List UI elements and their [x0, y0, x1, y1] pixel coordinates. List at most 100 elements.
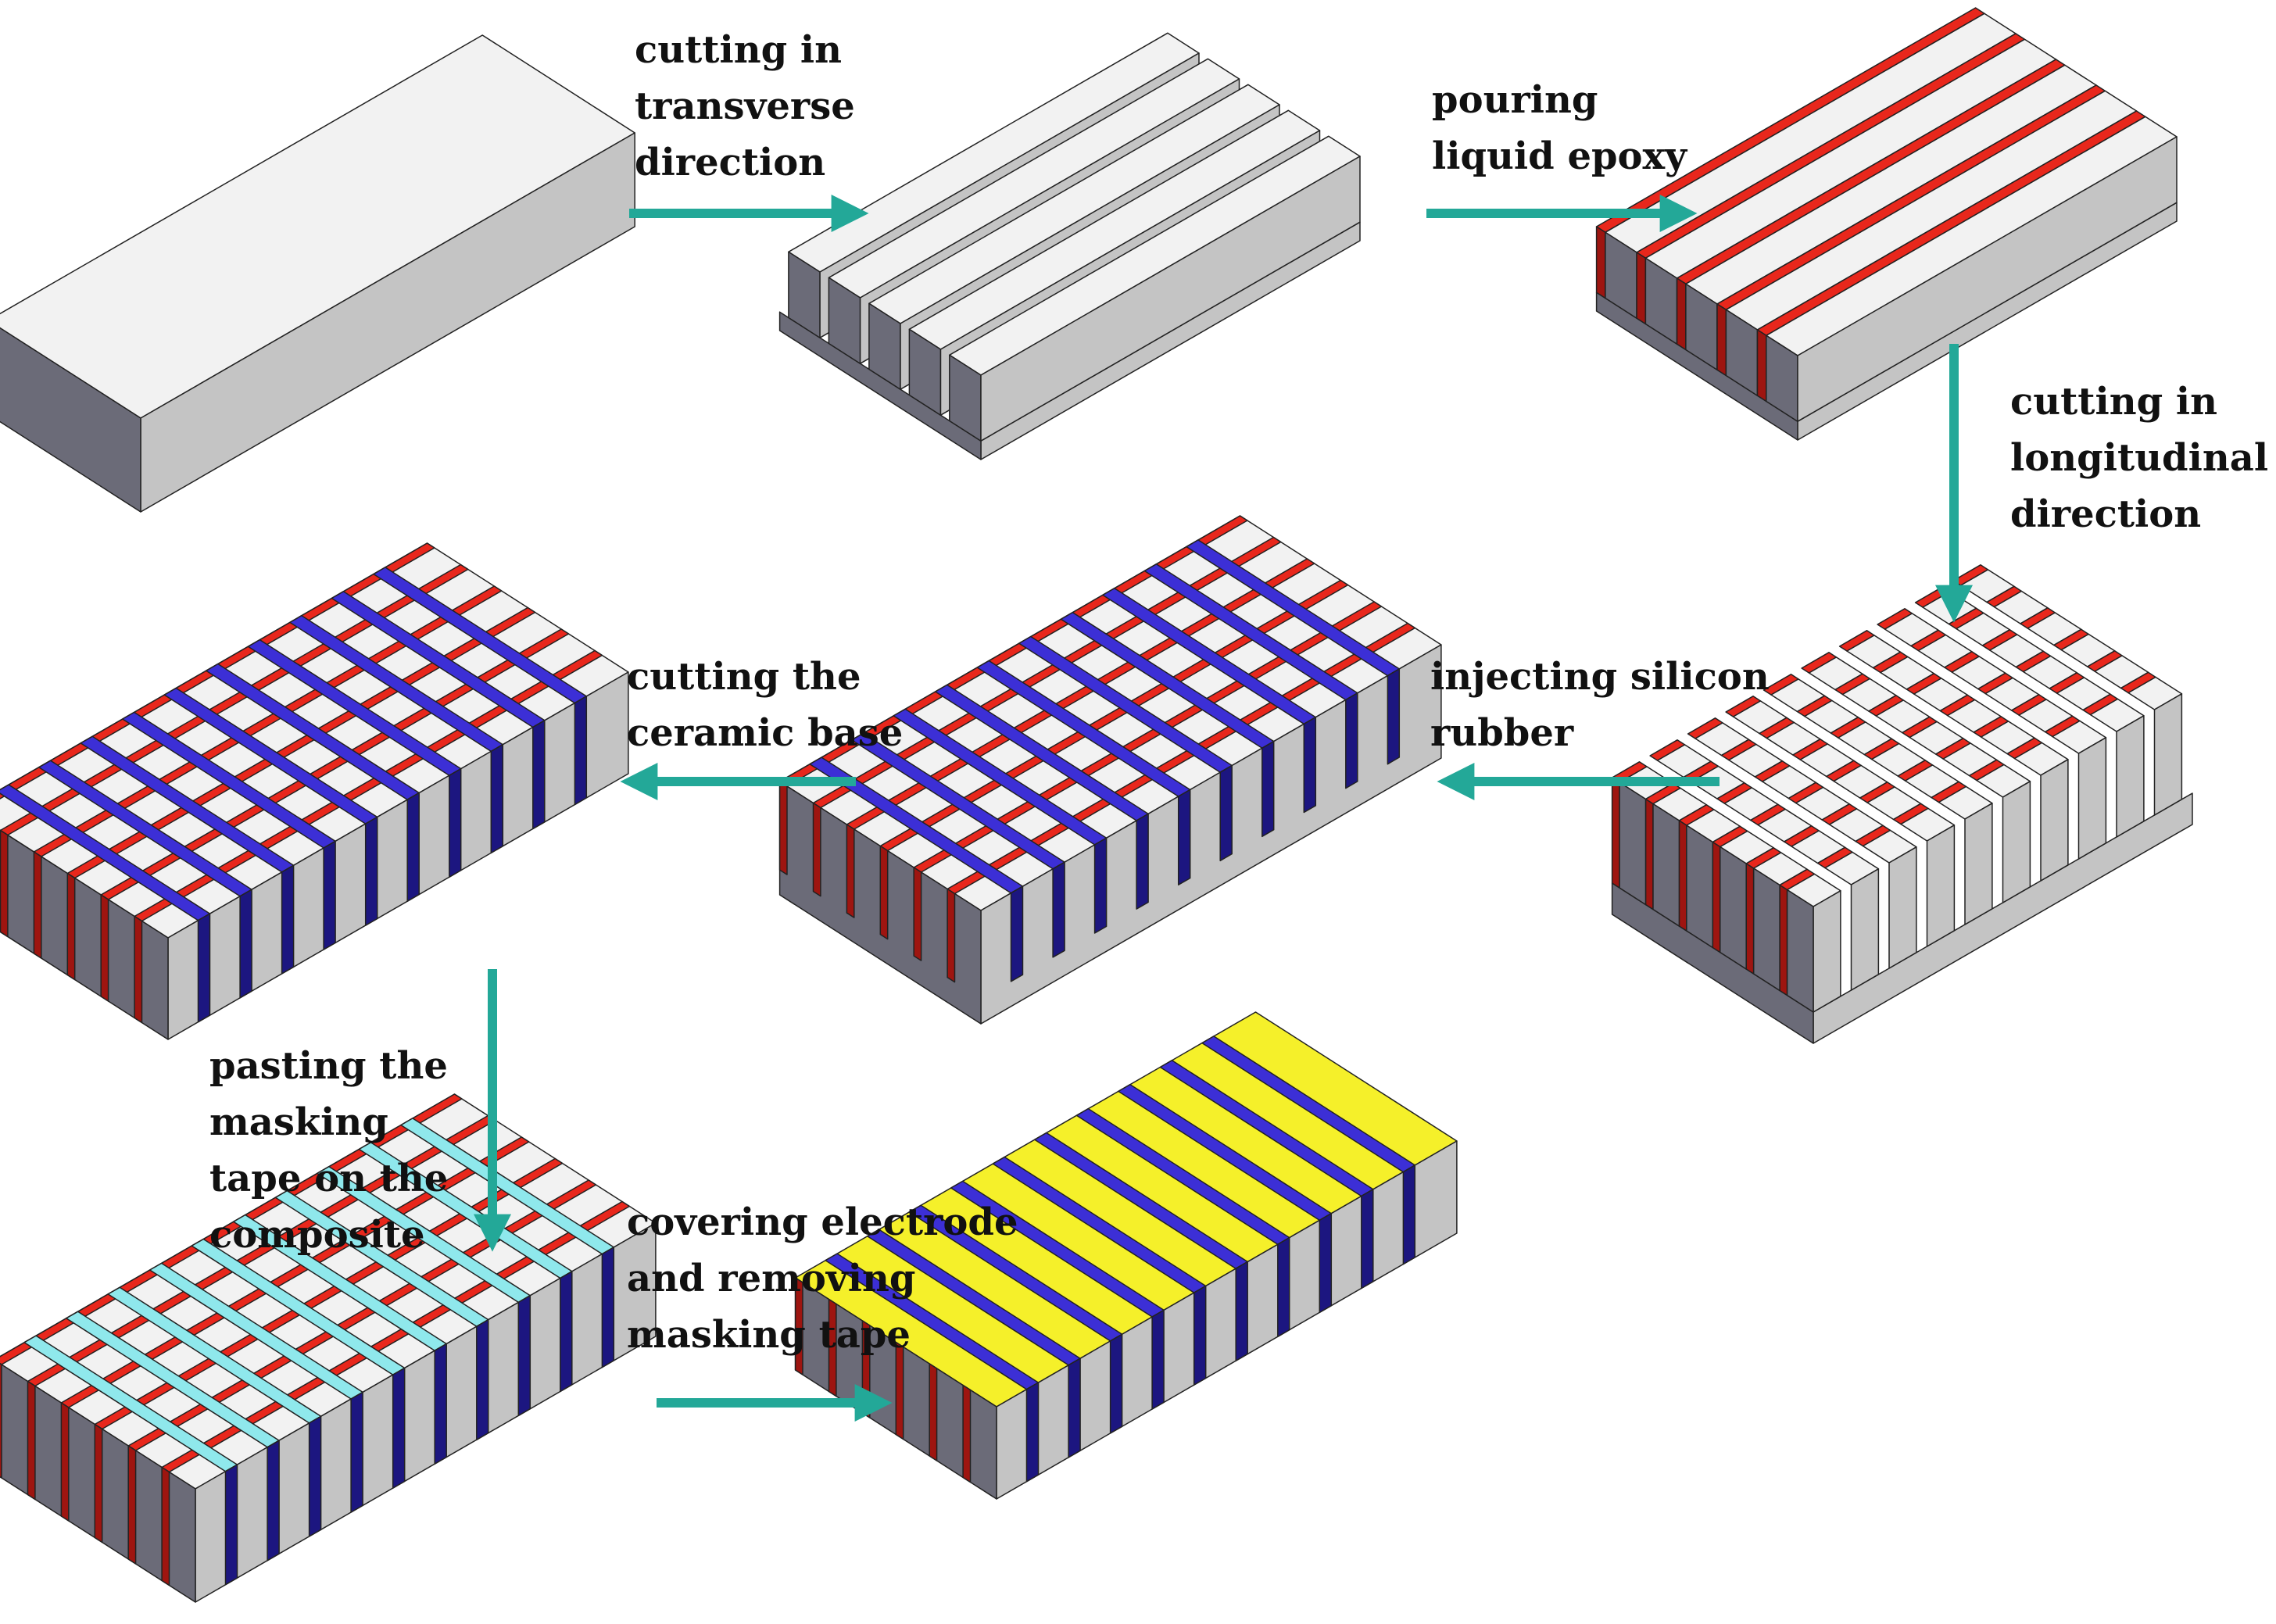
pillar-epoxy-top: [1986, 585, 2023, 608]
pillar-epoxy-top: [2049, 672, 2085, 694]
stage-base-removed-composite: [0, 542, 629, 1040]
epoxy-side-strip: [27, 1380, 36, 1501]
rubber-front-strip: [1136, 813, 1149, 910]
rubber-front-strip: [532, 720, 546, 830]
pillar-epoxy-top: [1944, 651, 1980, 673]
rubber-front-strip: [476, 1318, 489, 1441]
pillar-epoxy-top: [1855, 825, 1891, 847]
pillar-epoxy-top: [1821, 803, 1858, 825]
pillar-front: [1850, 868, 1880, 991]
rubber-front-strip: [1277, 1236, 1290, 1338]
epoxy-strip-side: [1756, 329, 1767, 402]
stage-ceramic-block: [0, 34, 635, 513]
pillar-epoxy-top: [1906, 673, 1942, 695]
pillar-epoxy-top: [1931, 781, 1967, 803]
pillar-epoxy-top: [1826, 760, 1862, 782]
pillar-epoxy-top: [1981, 629, 2018, 651]
pillar-epoxy-side: [1611, 777, 1620, 889]
rubber-front-strip: [1235, 1261, 1248, 1361]
pillar-epoxy-top: [1792, 739, 1828, 760]
rubber-front-strip: [1093, 837, 1108, 934]
stage-electroded-composite: [794, 1011, 1458, 1500]
pillar-epoxy-top: [1892, 803, 1929, 825]
pillar-epoxy-top: [1754, 760, 1791, 782]
pillar-epoxy-top: [2020, 607, 2056, 629]
rubber-front-strip: [239, 889, 252, 999]
rubber-front-strip: [517, 1294, 531, 1417]
epoxy-side-strip: [100, 894, 109, 1002]
epoxy-side-strip: [929, 1363, 938, 1461]
pillar-epoxy-top: [1902, 716, 1938, 739]
pillar-epoxy-top: [1720, 739, 1757, 761]
epoxy-side-strip: [60, 1402, 70, 1522]
pillar-epoxy-top: [1762, 674, 1799, 696]
rubber-front-strip: [197, 913, 211, 1023]
pillar-epoxy-side: [1644, 798, 1654, 910]
pillar-side: [1686, 825, 1714, 949]
pillar-epoxy-top: [2086, 650, 2123, 672]
pillar-front: [1964, 803, 1993, 925]
rubber-front-strip: [1319, 1212, 1333, 1314]
pillar-side: [1786, 889, 1814, 1013]
epoxy-side-strip: [913, 867, 922, 961]
epoxy-side-strip: [962, 1384, 972, 1483]
epoxy-side-strip: [161, 1466, 170, 1586]
rubber-front-strip: [1261, 740, 1275, 838]
rubber-front-strip: [434, 1343, 447, 1465]
rubber-front-strip: [1219, 764, 1233, 862]
pillar-epoxy-top: [2053, 628, 2089, 651]
pillar-epoxy-top: [2120, 671, 2156, 694]
pillar-epoxy-top: [1801, 652, 1838, 674]
pillar-epoxy-top: [1973, 716, 2009, 738]
pillar-epoxy-side: [1712, 841, 1721, 953]
rubber-front-strip: [323, 840, 336, 950]
pillar-epoxy-top: [1977, 672, 2013, 695]
pillar-epoxy-top: [1816, 846, 1853, 869]
pillar-epoxy-top: [2044, 715, 2081, 738]
epoxy-side-strip: [0, 829, 9, 938]
pillar-front: [2002, 781, 2031, 903]
pillar-epoxy-top: [1725, 696, 1762, 717]
pillar-epoxy-top: [1859, 782, 1895, 803]
pillar-epoxy-top: [1788, 782, 1824, 804]
pillar-epoxy-top: [1649, 739, 1686, 761]
epoxy-strip-side: [1676, 277, 1687, 351]
pillar-epoxy-top: [1877, 608, 1913, 630]
pillar-epoxy-top: [1796, 695, 1833, 717]
pillar-epoxy-top: [1968, 759, 2005, 782]
rubber-front-strip: [224, 1464, 238, 1586]
epoxy-side-strip: [134, 915, 143, 1024]
rubber-front-strip: [1151, 1309, 1165, 1410]
rubber-front-strip: [1387, 668, 1401, 765]
pillar-epoxy-top: [1897, 760, 1934, 782]
ceramic-fin-front: [980, 156, 1361, 442]
epoxy-strip-side: [1716, 303, 1727, 377]
epoxy-strip-side: [1595, 226, 1606, 299]
pillar-front: [2153, 693, 2183, 816]
rubber-front-strip: [392, 1367, 406, 1489]
pillar-epoxy-top: [1759, 717, 1795, 739]
pillar-epoxy-top: [1834, 673, 1871, 696]
rubber-front-strip: [1303, 716, 1317, 814]
pillar-epoxy-side: [1745, 863, 1755, 975]
pillar-epoxy-top: [1830, 717, 1866, 739]
pillar-epoxy-top: [1783, 825, 1820, 847]
epoxy-side-strip: [828, 1298, 837, 1397]
rubber-front-strip: [1345, 692, 1358, 789]
rubber-front-strip: [490, 743, 504, 854]
pillar-side: [1652, 803, 1680, 927]
block-side-face: [0, 327, 141, 513]
epoxy-side-strip: [895, 1341, 904, 1440]
pillar-epoxy-top: [1939, 694, 1976, 717]
epoxy-side-strip: [33, 851, 42, 959]
pillar-epoxy-top: [1863, 738, 1900, 760]
rubber-front-strip: [308, 1415, 322, 1537]
pillar-epoxy-side: [1779, 884, 1788, 996]
epoxy-side-strip: [846, 824, 855, 918]
